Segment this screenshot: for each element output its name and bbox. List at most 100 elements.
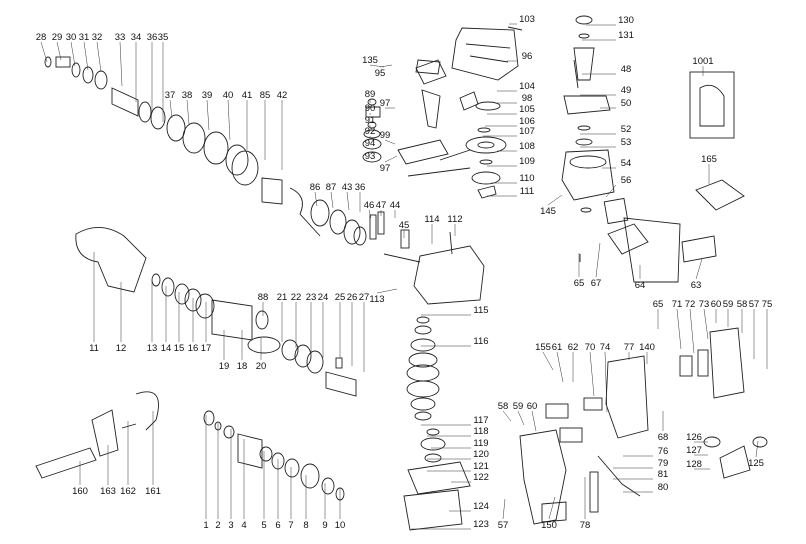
part-label-58: 58 bbox=[737, 299, 748, 310]
part-label-1001: 1001 bbox=[692, 56, 713, 67]
part-label-123: 123 bbox=[473, 519, 489, 530]
part-label-109: 109 bbox=[519, 156, 535, 167]
part-label-47: 47 bbox=[376, 200, 387, 211]
leader-line bbox=[96, 41, 102, 73]
part-label-37: 37 bbox=[165, 90, 176, 101]
part-label-89: 89 bbox=[365, 89, 376, 100]
part-label-62: 62 bbox=[568, 342, 579, 353]
part-label-85: 85 bbox=[260, 90, 271, 101]
motor-drawing bbox=[561, 15, 629, 225]
part-label-68: 68 bbox=[658, 432, 669, 443]
part-label-70: 70 bbox=[585, 342, 596, 353]
part-label-161: 161 bbox=[145, 486, 161, 497]
mechanism-drawing bbox=[362, 59, 471, 177]
leader-line bbox=[595, 242, 601, 278]
part-label-77: 77 bbox=[624, 342, 635, 353]
part-label-21: 21 bbox=[277, 292, 288, 303]
part-label-40: 40 bbox=[223, 90, 234, 101]
part-label-112: 112 bbox=[447, 214, 462, 225]
leader-line bbox=[502, 498, 506, 520]
part-label-135: 135 bbox=[362, 55, 378, 66]
leader-line bbox=[369, 64, 385, 68]
part-label-20: 20 bbox=[256, 361, 267, 372]
part-label-130: 130 bbox=[618, 15, 634, 26]
part-label-7: 7 bbox=[288, 520, 293, 531]
part-label-2: 2 bbox=[215, 520, 220, 531]
leader-line bbox=[589, 351, 595, 397]
part-label-36: 36 bbox=[147, 32, 158, 43]
leader-line bbox=[689, 308, 695, 354]
part-label-99: 99 bbox=[380, 130, 391, 141]
part-label-28: 28 bbox=[36, 32, 47, 43]
part-label-105: 105 bbox=[519, 104, 535, 115]
leader-line bbox=[70, 41, 76, 67]
part-label-107: 107 bbox=[519, 126, 535, 137]
part-label-35: 35 bbox=[158, 32, 169, 43]
leader-line bbox=[547, 194, 563, 206]
part-label-32: 32 bbox=[92, 32, 103, 43]
leader-line bbox=[376, 288, 398, 294]
part-label-3: 3 bbox=[228, 520, 233, 531]
leader-line bbox=[83, 41, 89, 71]
part-label-34: 34 bbox=[131, 32, 142, 43]
part-label-106: 106 bbox=[519, 116, 535, 127]
leader-line bbox=[346, 191, 350, 211]
part-label-49: 49 bbox=[621, 85, 632, 96]
leader-line bbox=[517, 410, 525, 426]
leader-line bbox=[56, 41, 62, 61]
leader-line bbox=[314, 191, 318, 207]
part-label-15: 15 bbox=[174, 343, 185, 354]
leader-line bbox=[227, 99, 231, 141]
leader-line bbox=[330, 191, 334, 209]
part-label-27: 27 bbox=[359, 292, 370, 303]
part-label-59: 59 bbox=[513, 401, 524, 412]
part-label-64: 64 bbox=[635, 280, 646, 291]
part-label-97: 97 bbox=[380, 163, 391, 174]
part-label-115: 115 bbox=[473, 305, 488, 316]
part-label-126: 126 bbox=[686, 432, 702, 443]
part-label-94: 94 bbox=[365, 138, 376, 149]
part-label-59: 59 bbox=[723, 299, 734, 310]
part-label-23: 23 bbox=[306, 292, 317, 303]
part-label-114: 114 bbox=[424, 214, 439, 225]
part-label-11: 11 bbox=[89, 343, 99, 354]
part-label-110: 110 bbox=[519, 173, 534, 184]
part-label-19: 19 bbox=[219, 361, 230, 372]
shaft-assembly-drawing bbox=[44, 56, 410, 249]
part-label-39: 39 bbox=[202, 90, 213, 101]
part-label-140: 140 bbox=[639, 342, 655, 353]
part-label-13: 13 bbox=[147, 343, 158, 354]
upper-housing-drawing bbox=[415, 26, 523, 199]
part-label-91: 91 bbox=[365, 115, 376, 126]
leader-line bbox=[604, 351, 608, 413]
part-label-131: 131 bbox=[618, 30, 634, 41]
leader-line bbox=[502, 410, 512, 422]
part-label-57: 57 bbox=[498, 520, 509, 531]
leader-line bbox=[384, 155, 398, 163]
leader-line bbox=[703, 308, 709, 340]
chuck-and-handle-drawing bbox=[75, 227, 357, 397]
part-label-18: 18 bbox=[237, 361, 248, 372]
part-label-1: 1 bbox=[203, 520, 208, 531]
leader-line bbox=[556, 351, 564, 383]
part-label-116: 116 bbox=[473, 336, 488, 347]
part-label-72: 72 bbox=[685, 299, 696, 310]
leader-line bbox=[40, 41, 48, 63]
part-label-16: 16 bbox=[188, 343, 199, 354]
part-label-29: 29 bbox=[52, 32, 63, 43]
part-label-65: 65 bbox=[574, 278, 585, 289]
leader-line bbox=[384, 139, 396, 145]
part-label-63: 63 bbox=[691, 280, 702, 291]
part-label-79: 79 bbox=[658, 458, 669, 469]
part-label-118: 118 bbox=[473, 426, 488, 437]
part-label-96: 96 bbox=[522, 51, 533, 62]
leader-line bbox=[605, 184, 617, 198]
part-label-81: 81 bbox=[658, 469, 669, 480]
part-label-54: 54 bbox=[621, 158, 632, 169]
part-label-52: 52 bbox=[621, 124, 632, 135]
leader-line bbox=[542, 351, 554, 371]
part-label-165: 165 bbox=[701, 154, 717, 165]
part-label-74: 74 bbox=[600, 342, 611, 353]
part-label-122: 122 bbox=[473, 472, 489, 483]
part-label-95: 95 bbox=[375, 68, 386, 79]
